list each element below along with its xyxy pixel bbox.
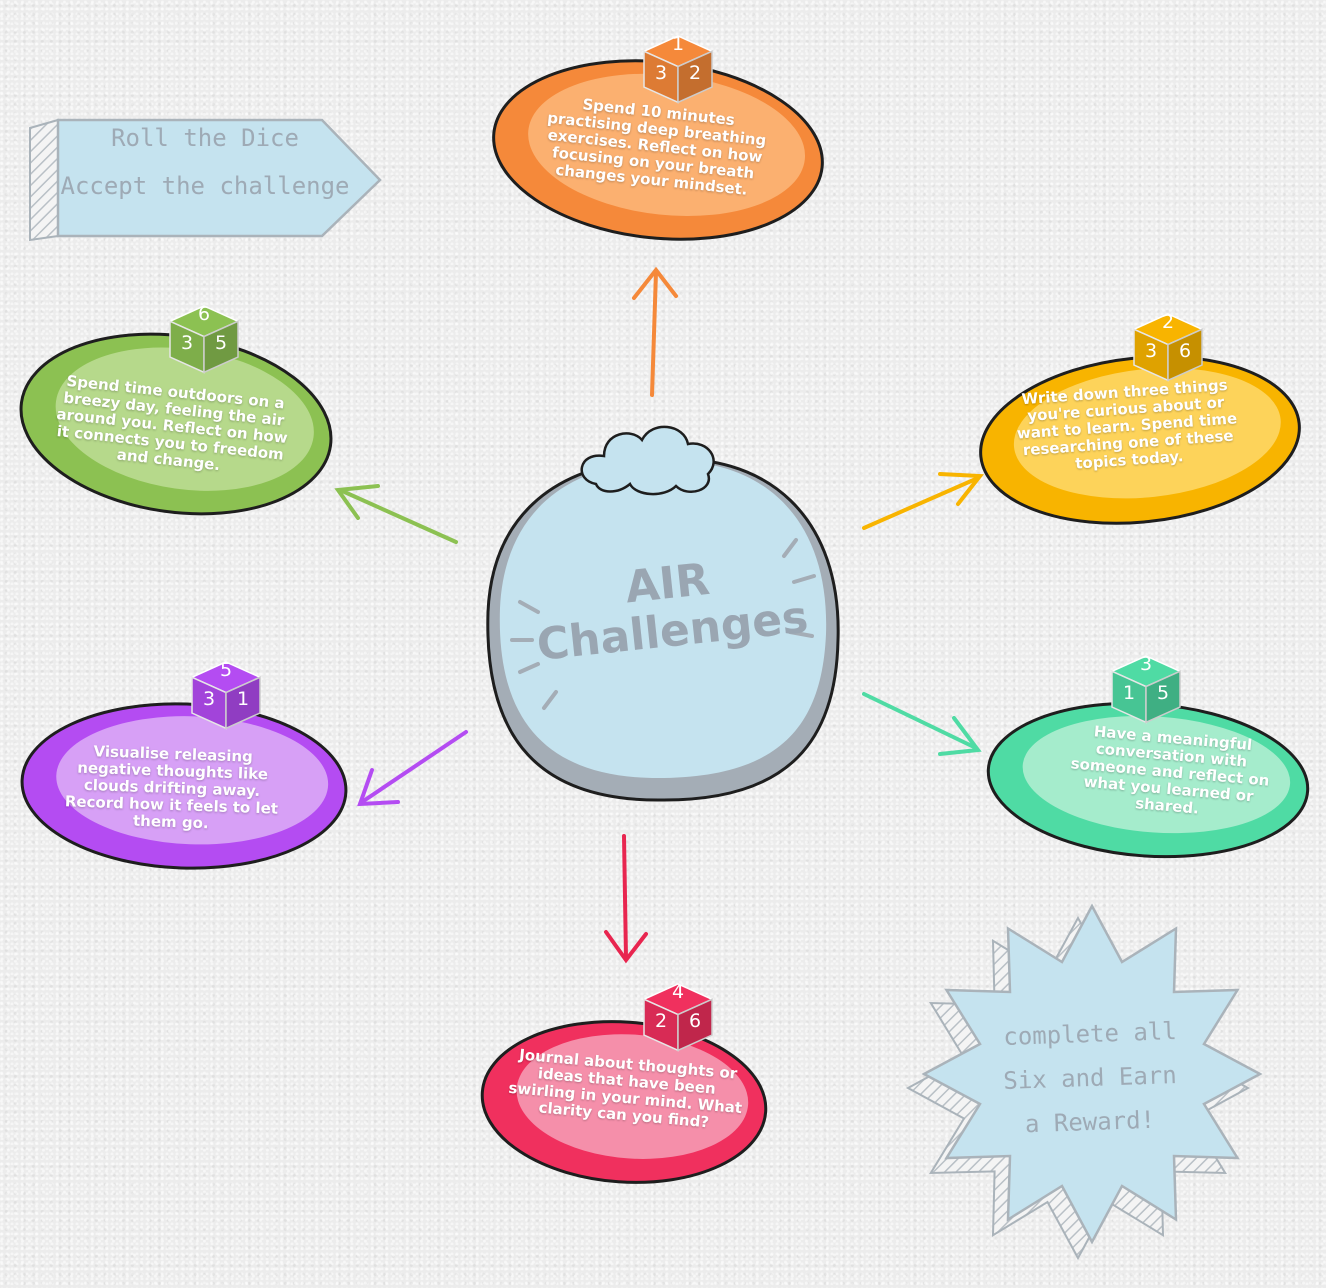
center-node: [486, 425, 840, 802]
die-orange-top-face: 1: [671, 33, 685, 56]
arrow-to-purple: [357, 730, 468, 807]
die-icon-teal: [1110, 655, 1182, 724]
arrow-to-orange: [632, 266, 678, 397]
challenge-text-yellow: Write down three things you're curious a…: [1016, 375, 1238, 473]
challenge-bubble-orange: [492, 59, 824, 241]
die-teal-right-face: 5: [1156, 682, 1170, 704]
die-icon-purple: [190, 661, 262, 730]
banner-line-2: Accept the challenge: [60, 172, 350, 200]
die-green-right-face: 5: [214, 332, 228, 354]
die-icon-yellow: [1132, 313, 1204, 382]
die-purple-left-face: 3: [202, 688, 216, 710]
challenge-bubble-yellow: [979, 355, 1301, 525]
die-pink-top-face: 4: [671, 981, 685, 1004]
emphasis-marks: [510, 538, 816, 710]
die-icon-green: [168, 305, 240, 374]
die-pink-left-face: 2: [654, 1010, 668, 1032]
arrow-to-teal: [862, 692, 982, 756]
die-pink-right-face: 6: [688, 1010, 702, 1032]
die-teal-top-face: 3: [1139, 653, 1153, 676]
challenge-bubble-teal: [986, 701, 1310, 859]
challenge-bubble-pink: [480, 1020, 768, 1184]
die-purple-top-face: 5: [219, 659, 233, 682]
challenge-bubble-green: [19, 332, 333, 516]
cloud-icon: [580, 425, 715, 496]
die-yellow-right-face: 6: [1178, 340, 1192, 362]
arrows: [334, 266, 984, 964]
die-teal-left-face: 1: [1122, 682, 1136, 704]
reward-star: [905, 903, 1263, 1261]
die-green-top-face: 6: [197, 303, 211, 326]
die-orange-right-face: 2: [688, 62, 702, 84]
die-icon-pink: [642, 983, 714, 1052]
arrow-to-pink: [604, 834, 648, 964]
die-yellow-left-face: 3: [1144, 340, 1158, 362]
die-green-left-face: 3: [180, 332, 194, 354]
banner-line-1: Roll the Dice: [111, 124, 299, 152]
arrow-to-green: [334, 484, 458, 544]
die-purple-right-face: 1: [236, 688, 250, 710]
challenge-text-purple: Visualise releasing negative thoughts li…: [64, 742, 279, 833]
die-orange-left-face: 3: [654, 62, 668, 84]
banner-sign: [29, 118, 382, 242]
die-icon-orange: [642, 35, 714, 104]
challenge-bubble-purple: [20, 702, 348, 870]
arrow-to-yellow: [862, 472, 984, 530]
die-yellow-top-face: 2: [1161, 311, 1175, 334]
